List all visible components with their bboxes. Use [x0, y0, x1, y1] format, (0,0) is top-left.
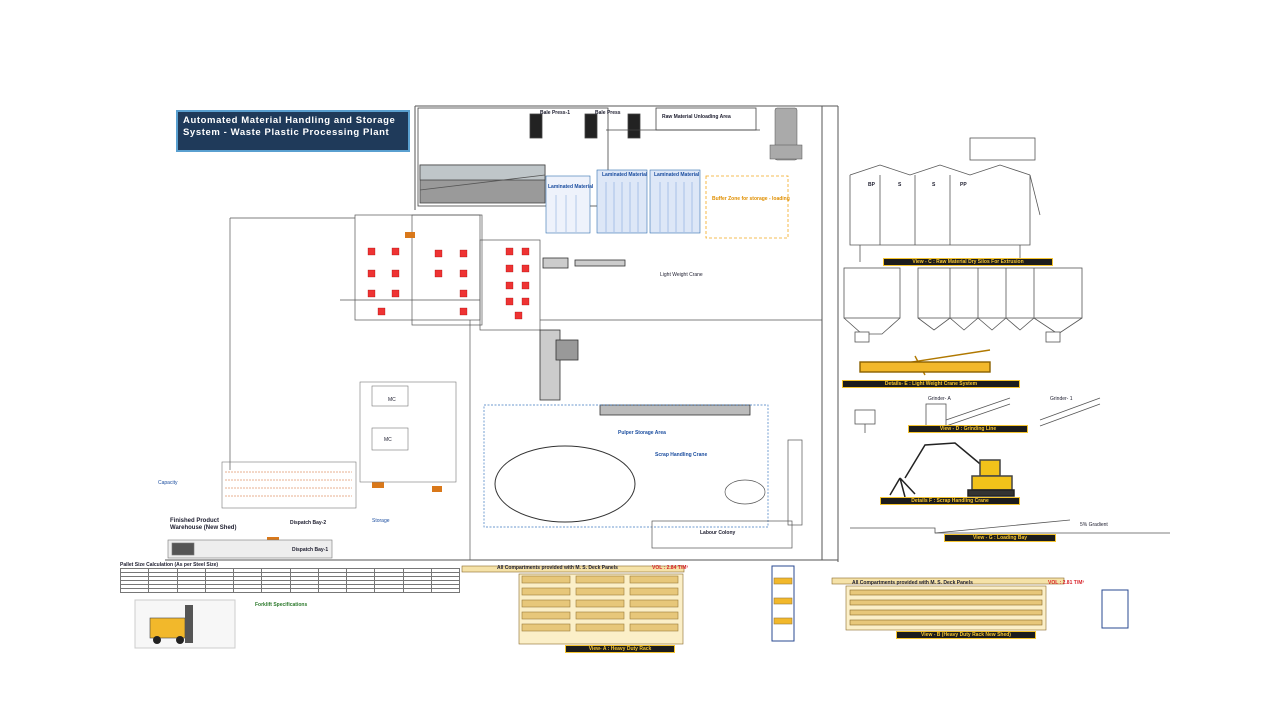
mc1-label: MC [388, 397, 396, 403]
loading-bay-caption: View - G : Loading Bay [944, 534, 1056, 542]
rack-a-vol: VOL : 2.84 T/M³ [652, 565, 689, 571]
orange-arrows [267, 232, 442, 544]
dispatch-bay-1-label: Dispatch Bay-1 [292, 547, 329, 553]
laminated-storage [545, 169, 701, 234]
scrap-handling-label: Scrap Handling Crane [655, 452, 708, 458]
dispatch-bay-2-label: Dispatch Bay-2 [290, 520, 327, 526]
labour-colony-label: Labour Colony [700, 530, 736, 536]
buffer-zone-outline [705, 175, 789, 239]
raw-material-unloading-label: Raw Material Unloading Area [662, 114, 731, 120]
forklift-icon [134, 599, 236, 649]
grinding-line [854, 397, 1101, 433]
silo-view-caption: View - C : Raw Material Dry Silos For Ex… [883, 258, 1053, 266]
truck-icon [769, 107, 803, 161]
grinder-b-label: Grinder- 1 [1050, 396, 1073, 402]
scrap-crane [889, 442, 1015, 498]
grinder-a-label: Grinder- A [928, 396, 951, 402]
site-boundary [165, 105, 839, 562]
raw-material-building [417, 107, 760, 207]
silo-row-2 [843, 267, 1083, 343]
silo-view [849, 137, 1041, 262]
scrap-crane-caption: Details F : Scrap Handling Crane [880, 497, 1020, 505]
silo-label-s1: S [898, 182, 902, 188]
pulper-storage-label: Pulper Storage Area [618, 430, 666, 436]
rack-a-drawing [461, 565, 795, 645]
rack-b-vol: VOL : 2.81 T/M³ [1048, 580, 1085, 586]
storage-label: Storage [372, 518, 390, 524]
silo-label-s2: S [932, 182, 936, 188]
pallet-table-title: Pallet Size Calculation (As per Steel Si… [120, 562, 219, 568]
crane-detail-caption: Details- E : Light Weight Crane System [842, 380, 1020, 388]
light-crane-label: Light Weight Crane [660, 272, 703, 278]
laminated-3-label: Laminated Material [654, 172, 700, 178]
silo-label-bp: BP [868, 182, 875, 188]
pulper-storage [483, 404, 803, 549]
grinding-line-caption: View - D : Grinding Line [908, 425, 1028, 433]
gradient-label: 5% Gradient [1080, 522, 1108, 528]
forklift-spec-label: Forklift Specifications [255, 602, 308, 608]
silo-label-pp: PP [960, 182, 967, 188]
rack-a-caption: View- A : Heavy Duty Rack [565, 645, 675, 653]
capacity-label: Capacity [158, 480, 178, 486]
buffer-zone-label: Buffer Zone for storage - loading [712, 196, 790, 202]
equipment-markers [367, 247, 530, 320]
finished-warehouse-label: Finished Product Warehouse (New Shed) [170, 518, 237, 531]
rack-b-drawing [831, 577, 1129, 631]
rack-a-header: All Compartments provided with M. S. Dec… [497, 565, 618, 571]
laminated-2-label: Laminated Material [602, 172, 648, 178]
finished-warehouse [167, 381, 457, 559]
light-crane-drawing [859, 349, 991, 376]
rack-b-caption: View - B (Heavy Duty Rack New Shed) [896, 631, 1036, 639]
page-title: Automated Material Handling and Storage … [176, 110, 410, 152]
pallet-spec-table [119, 568, 461, 593]
process-area [229, 214, 822, 560]
conveyors [539, 257, 751, 416]
laminated-1-label: Laminated Material [548, 184, 594, 190]
bale-press-2-label: Bale Press [595, 110, 621, 116]
rack-b-header: All Compartments provided with M. S. Dec… [852, 580, 973, 586]
mc2-label: MC [384, 437, 392, 443]
bale-press-1-label: Bale Press-1 [540, 110, 571, 116]
loading-bay [850, 519, 1170, 534]
